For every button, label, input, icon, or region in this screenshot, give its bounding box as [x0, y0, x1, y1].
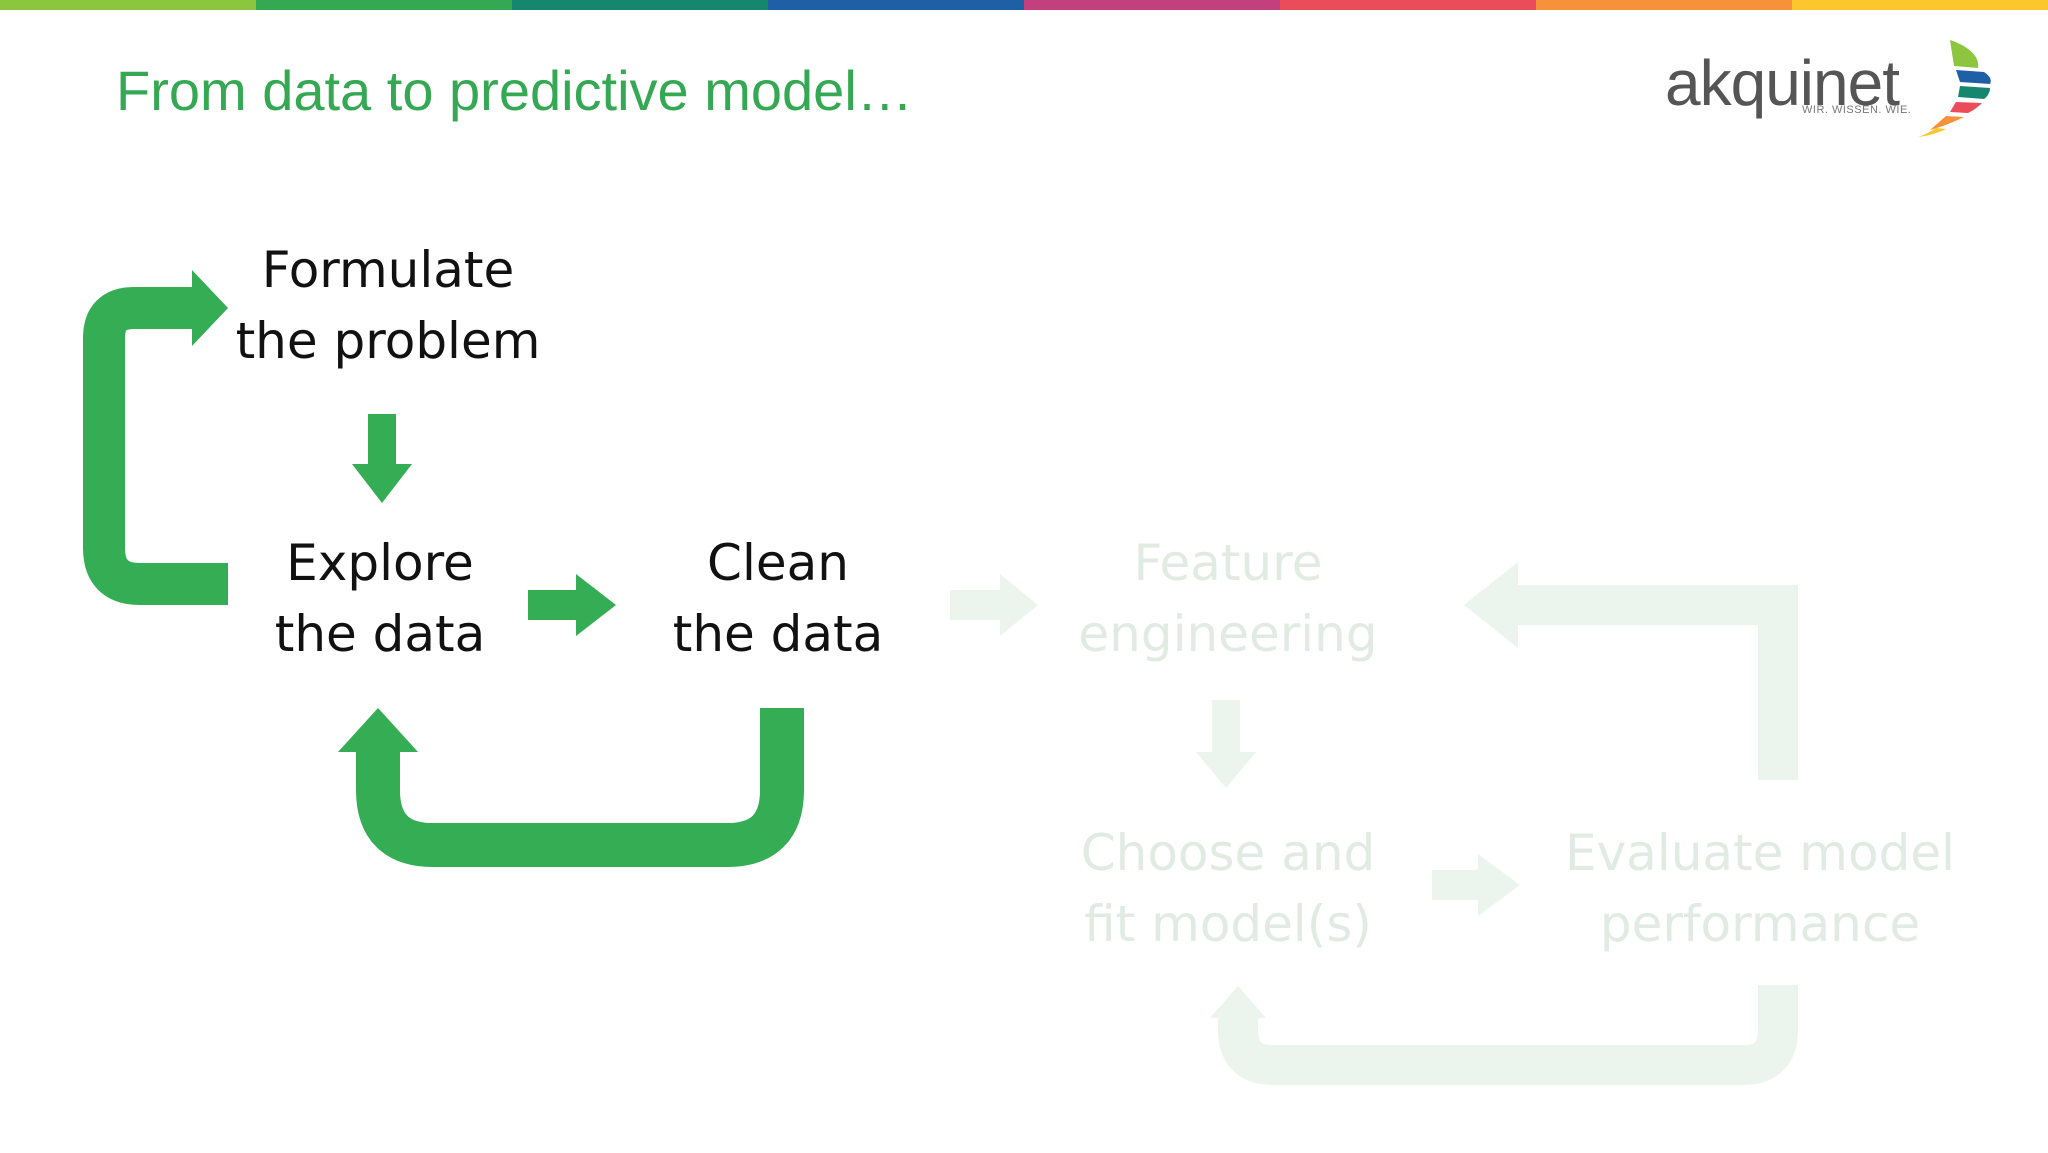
loop-back-arrow-icon: [356, 708, 804, 867]
logo-swoosh-icon: [1918, 40, 1991, 137]
step-choose-fit-models: Choose and fit model(s): [1081, 818, 1376, 960]
step-clean-data: Clean the data: [673, 528, 884, 670]
stripe-segment: [768, 0, 1024, 10]
step-label-line: Explore: [286, 534, 474, 592]
arrowhead-up-icon: [338, 708, 418, 752]
stripe-segment: [1792, 0, 2048, 10]
step-label-line: performance: [1599, 895, 1921, 953]
logo-wordmark: akquinet: [1665, 47, 1900, 119]
stripe-segment: [512, 0, 768, 10]
arrow-right-icon: [1432, 854, 1520, 916]
step-label-line: Feature: [1133, 534, 1323, 592]
stripe-segment: [1536, 0, 1792, 10]
stripe-segment: [1024, 0, 1280, 10]
step-explore-data: Explore the data: [275, 528, 486, 670]
step-label-line: Formulate: [261, 241, 515, 299]
step-label-line: Choose and: [1080, 824, 1376, 882]
stripe-segment: [1280, 0, 1536, 10]
step-label-line: engineering: [1078, 605, 1378, 663]
arrow-right-icon: [950, 574, 1038, 636]
akquinet-logo: akquinet WIR. WISSEN. WIE.: [1660, 36, 2000, 146]
loop-back-arrow-icon: [1510, 585, 1798, 780]
arrow-down-icon: [352, 414, 412, 503]
loop-back-arrow-icon: [1218, 985, 1798, 1085]
step-label-line: Clean: [707, 534, 849, 592]
step-label-line: the data: [274, 605, 486, 663]
logo-tagline: WIR. WISSEN. WIE.: [1802, 104, 1912, 116]
slide-title: From data to predictive model…: [116, 59, 913, 122]
arrowhead-left-icon: [1464, 562, 1518, 648]
step-label-line: the data: [672, 605, 884, 663]
step-label-line: the problem: [235, 312, 541, 370]
step-feature-engineering: Feature engineering: [1078, 528, 1377, 670]
arrow-down-icon: [1196, 700, 1256, 788]
faded-arrows: [950, 574, 1520, 916]
loop-back-arrow-icon: [83, 287, 228, 605]
stripe-segment: [256, 0, 512, 10]
step-formulate-problem: Formulate the problem: [236, 235, 541, 377]
step-label-line: Evaluate model: [1565, 824, 1955, 882]
arrowhead-up-icon: [1210, 986, 1266, 1018]
step-label-line: fit model(s): [1084, 895, 1372, 953]
stripe-segment: [0, 0, 256, 10]
arrow-right-icon: [528, 574, 616, 636]
step-evaluate-model-performance: Evaluate model performance: [1565, 818, 1955, 960]
top-color-stripe: [0, 0, 2048, 10]
arrowhead-right-icon: [192, 270, 228, 346]
